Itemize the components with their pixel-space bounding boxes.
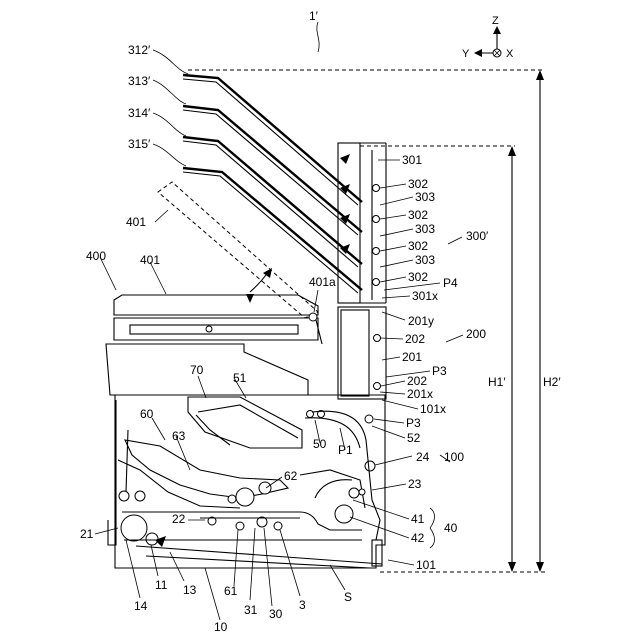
label-50: 50 bbox=[313, 437, 327, 451]
label-24: 24 bbox=[416, 450, 430, 464]
label-h2: H2′ bbox=[543, 375, 561, 389]
label-60: 60 bbox=[140, 407, 154, 421]
label-303-a: 303 bbox=[415, 190, 435, 204]
label-14: 14 bbox=[134, 599, 148, 613]
label-42: 42 bbox=[411, 531, 425, 545]
axis-x-label: X bbox=[506, 48, 514, 60]
label-200: 200 bbox=[466, 327, 486, 341]
label-401: 401 bbox=[140, 253, 160, 267]
label-3: 3 bbox=[299, 598, 306, 612]
label-61: 61 bbox=[224, 584, 238, 598]
label-device: 1′ bbox=[309, 9, 319, 23]
label-p3-a: P3 bbox=[432, 364, 447, 378]
label-40: 40 bbox=[444, 521, 458, 535]
label-tray-314: 314′ bbox=[128, 106, 151, 120]
axis-y-label: Y bbox=[462, 48, 470, 60]
label-302-a: 302 bbox=[408, 177, 428, 191]
label-401a: 401a bbox=[309, 275, 336, 289]
label-21: 21 bbox=[80, 527, 94, 541]
label-202-b: 202 bbox=[407, 374, 427, 388]
label-tray-312: 312′ bbox=[128, 43, 151, 57]
axis-z-label: Z bbox=[492, 15, 499, 27]
label-13: 13 bbox=[183, 583, 197, 597]
output-trays bbox=[183, 75, 362, 293]
label-30: 30 bbox=[269, 607, 283, 621]
label-52: 52 bbox=[407, 431, 421, 445]
label-tray-315: 315′ bbox=[128, 137, 151, 151]
label-301: 301 bbox=[402, 153, 422, 167]
rollers bbox=[119, 411, 375, 546]
label-10: 10 bbox=[214, 620, 228, 634]
label-31: 31 bbox=[244, 603, 258, 617]
label-p3-b: P3 bbox=[406, 416, 421, 430]
label-101x: 101x bbox=[420, 402, 446, 416]
label-p1: P1 bbox=[338, 443, 353, 457]
label-302-d: 302 bbox=[408, 270, 428, 284]
label-s: S bbox=[344, 590, 352, 604]
label-400: 400 bbox=[86, 249, 106, 263]
label-303-c: 303 bbox=[415, 253, 435, 267]
label-unit-300: 300′ bbox=[466, 229, 489, 243]
raised-lid-outline bbox=[158, 182, 318, 318]
label-51: 51 bbox=[233, 371, 247, 385]
label-100: 100 bbox=[444, 450, 464, 464]
label-h1: H1′ bbox=[488, 375, 506, 389]
label-302-c: 302 bbox=[408, 239, 428, 253]
label-302-b: 302 bbox=[408, 208, 428, 222]
paper-path bbox=[122, 411, 382, 568]
label-tray-313: 313′ bbox=[128, 74, 151, 88]
discharge-unit bbox=[338, 143, 386, 303]
label-201x: 201x bbox=[407, 387, 433, 401]
label-11: 11 bbox=[155, 578, 168, 592]
label-101: 101 bbox=[416, 558, 436, 572]
label-22: 22 bbox=[172, 512, 186, 526]
label-201: 201 bbox=[402, 350, 422, 364]
label-202-a: 202 bbox=[405, 332, 425, 346]
axis-indicator: Z Y X bbox=[462, 15, 514, 60]
label-62: 62 bbox=[284, 469, 298, 483]
label-63: 63 bbox=[172, 429, 186, 443]
label-303-b: 303 bbox=[415, 222, 435, 236]
label-70: 70 bbox=[190, 363, 204, 377]
label-p4: P4 bbox=[443, 276, 458, 290]
device-leader bbox=[317, 22, 319, 52]
label-23: 23 bbox=[408, 477, 422, 491]
relay-unit bbox=[338, 307, 386, 399]
label-401-top: 401 bbox=[126, 215, 146, 229]
label-301x: 301x bbox=[412, 289, 438, 303]
label-41: 41 bbox=[411, 512, 425, 526]
label-201y: 201y bbox=[408, 314, 434, 328]
